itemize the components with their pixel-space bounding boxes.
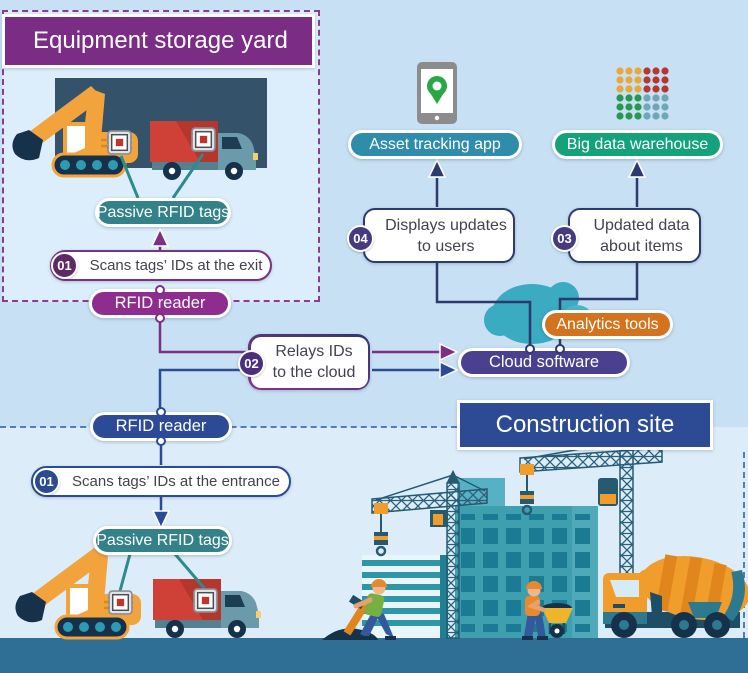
step-number-badge: 02 [238,350,265,377]
connector-dot [156,407,166,417]
data-grid-icon [616,67,669,120]
arrow-up-icon [150,227,170,247]
arrow-up-icon [427,158,447,178]
asset-tracking-app-label: Asset tracking app [348,130,522,159]
mixer-truck-icon [603,554,748,638]
storage-yard-illustration [10,78,267,199]
ground [0,638,748,673]
step-scan-exit-text: Scans tags’ IDs at the exit [89,257,263,274]
arrow-right-icon [439,342,459,362]
rfid-tag-icon [192,588,219,613]
wheelbarrow-worker-icon [522,581,573,640]
step-number-badge: 04 [347,225,374,252]
arrow-right-icon [439,360,459,380]
rfid-reader-text: RFID reader [115,417,207,435]
step-scan-entrance-text: Scans tags’ IDs at the entrance [72,473,280,490]
rfid-tag-icon [190,127,217,152]
step-number-badge: 01 [33,468,60,495]
passive-rfid-tags-label: Passive RFID tags [95,198,231,227]
crane-icon [371,469,488,639]
main-building-icon [455,478,598,638]
entrance-illustration [13,546,261,640]
striped-building-icon [362,555,448,638]
rfid-tag-icon [107,590,134,615]
passive-rfid-tags-label: Passive RFID tags [93,526,232,555]
storage-yard-header: Equipment storage yard [2,14,315,68]
step-number-badge: 01 [51,252,78,279]
rfid-tag-icon [106,130,133,155]
step-displays-line2: to users [417,237,475,255]
rfid-reader-exit-label: RFID reader [89,289,231,318]
connector-dot [525,344,535,354]
analytics-tools-text: Analytics tools [556,315,659,333]
cloud-software-label: Cloud software [458,348,630,377]
connector-dot [155,285,165,295]
jackhammer-worker-icon [322,579,396,640]
step-displays-updates-box: Displays updates to users [363,208,515,263]
step-displays-line1: Displays updates [385,216,507,234]
passive-rfid-tags-text: Passive RFID tags [96,203,230,221]
step-relay-box: Relays IDs to the cloud [248,334,370,390]
connector-dot [156,436,166,446]
tablet-icon [417,62,457,124]
connector-dot [555,344,565,354]
big-data-warehouse-text: Big data warehouse [566,135,709,153]
big-data-warehouse-label: Big data warehouse [552,130,723,159]
step-scan-exit-box: Scans tags’ IDs at the exit [50,250,272,281]
arrow-up-icon [627,158,647,178]
asset-tracking-app-text: Asset tracking app [369,135,501,153]
construction-site-header: Construction site [457,400,713,450]
step-relay-line2: to the cloud [272,364,356,381]
construction-dashed-border-right [743,452,745,638]
connector-dot [155,313,165,323]
step-number-badge: 03 [551,225,578,252]
rfid-reader-text: RFID reader [114,294,206,312]
construction-scene-illustration [0,435,748,673]
analytics-tools-label: Analytics tools [542,310,673,339]
step-updated-line2: about items [600,237,683,255]
step-updated-line1: Updated data [593,216,690,234]
passive-rfid-tags-text: Passive RFID tags [96,531,229,549]
construction-site-title: Construction site [495,411,675,438]
step-updated-data-box: Updated data about items [568,208,701,263]
storage-yard-title: Equipment storage yard [33,27,288,54]
step-relay-line1: Relays IDs [275,343,353,360]
cloud-software-text: Cloud software [488,353,600,371]
arrow-down-icon [151,510,171,530]
step-scan-entrance-box: Scans tags’ IDs at the entrance [31,466,291,497]
